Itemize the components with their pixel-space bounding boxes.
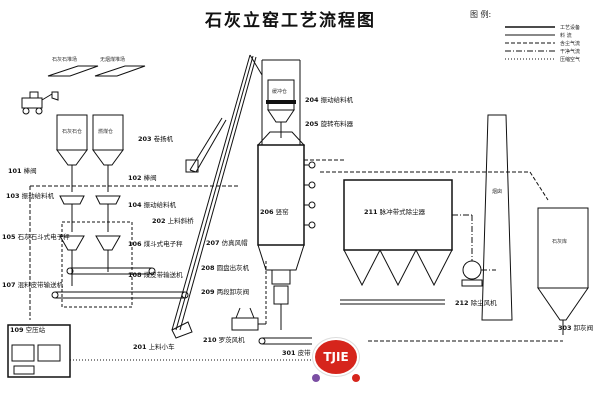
roots-blower <box>231 307 259 331</box>
limestone-feeder <box>59 195 85 205</box>
disc-discharger <box>271 269 291 285</box>
limestone-bin-label: 石灰石仓 <box>62 129 83 135</box>
mixing-belt-conveyor <box>51 291 189 299</box>
legend-title: 图 例: <box>470 10 492 19</box>
logo-dot-purple <box>312 374 320 382</box>
chimney <box>481 114 513 321</box>
limestone-stockpile <box>47 65 99 77</box>
limestone-scale <box>59 235 85 251</box>
legend-item-compressed-air: 压缩空气 <box>560 57 581 63</box>
fuel-bin <box>92 114 124 166</box>
fuel-bin-label: 燃煤仓 <box>98 129 114 135</box>
buffer-bin <box>267 79 295 123</box>
coal-belt-conveyor <box>66 267 156 275</box>
coal-scale <box>95 235 121 251</box>
buffer-bin-label: 缓冲仓 <box>272 89 288 95</box>
legend-item-material: 料 流 <box>560 33 572 39</box>
limestone-bin <box>56 114 88 166</box>
air-compressor-station <box>7 324 71 378</box>
batching-area-outline <box>61 221 133 308</box>
legend-item-dusty-gas: 含尘气流 <box>560 41 581 47</box>
diagram-title: 石灰立窑工艺流程图 <box>205 11 376 31</box>
fuel-feeder <box>95 195 121 205</box>
tjie-logo: TJIE <box>313 338 359 376</box>
vertical-kiln <box>256 131 316 271</box>
wheel-loader-icon <box>21 91 59 115</box>
logo-dot-red <box>352 374 360 382</box>
charging-car <box>171 321 193 339</box>
fuel-stockpile-label: 无烟煤堆场 <box>100 57 126 63</box>
winch-truss <box>185 117 227 173</box>
fuel-stockpile <box>94 65 146 77</box>
legend-item-clean-gas: 干净气流 <box>560 49 581 55</box>
pulse-bag-filter <box>343 179 453 287</box>
lime-silo-label: 石灰库 <box>552 239 568 245</box>
limestone-stockpile-label: 石灰石堆场 <box>52 57 78 63</box>
two-stage-valve <box>273 285 289 305</box>
legend-item-equipment: 工艺设备 <box>560 25 581 31</box>
product-belt <box>258 337 312 345</box>
lime-silo <box>537 207 589 321</box>
dust-fan <box>461 260 483 287</box>
incline-bridge <box>171 54 263 331</box>
chimney-label: 烟囱 <box>492 189 503 195</box>
dust-screw-conveyor <box>340 299 445 305</box>
